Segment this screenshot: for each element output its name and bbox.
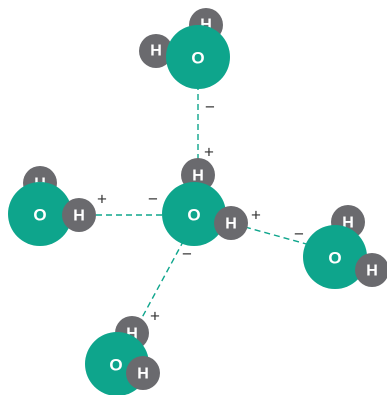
water-molecule-bottom: H O H	[85, 316, 160, 395]
hydrogen-bonds	[96, 88, 311, 326]
negative-charge: −	[294, 225, 304, 244]
oxygen-label: O	[33, 206, 46, 225]
oxygen-label: O	[187, 206, 200, 225]
oxygen-label: O	[328, 249, 341, 268]
hydrogen-atom	[126, 356, 160, 390]
oxygen-label: O	[191, 49, 204, 68]
partial-charges: − + + − + − − +	[97, 98, 304, 326]
positive-charge: +	[251, 206, 261, 225]
hydrogen-atom	[214, 206, 248, 240]
hydrogen-label: H	[200, 17, 212, 34]
hydrogen-label: H	[137, 366, 149, 383]
hydrogen-atom	[139, 34, 173, 68]
hydrogen-label: H	[126, 326, 138, 343]
hydrogen-label: H	[73, 208, 85, 225]
hydrogen-label: H	[150, 43, 162, 60]
hydrogen-label: H	[192, 168, 204, 185]
oxygen-atom	[166, 25, 230, 89]
bond-bottom-center	[137, 239, 185, 326]
negative-charge: −	[182, 245, 192, 264]
oxygen-label: O	[109, 356, 122, 375]
positive-charge: +	[204, 143, 214, 162]
hydrogen-atom	[355, 253, 387, 287]
water-molecule-center: H O H	[162, 158, 248, 246]
negative-charge: −	[205, 98, 215, 117]
water-molecule-right: H O H	[303, 205, 387, 289]
hydrogen-label: H	[342, 215, 354, 232]
oxygen-atom	[303, 225, 367, 289]
positive-charge: +	[150, 307, 160, 326]
hydrogen-atom	[62, 198, 96, 232]
negative-charge: −	[148, 190, 158, 209]
oxygen-atom	[8, 182, 72, 246]
positive-charge: +	[97, 190, 107, 209]
water-molecule-top: H H O	[139, 8, 230, 89]
oxygen-atom	[162, 182, 226, 246]
hydrogen-label: H	[225, 216, 237, 233]
water-molecule-left: H O H	[8, 166, 96, 246]
bond-center-right	[244, 226, 311, 246]
hydrogen-label: H	[366, 263, 378, 280]
